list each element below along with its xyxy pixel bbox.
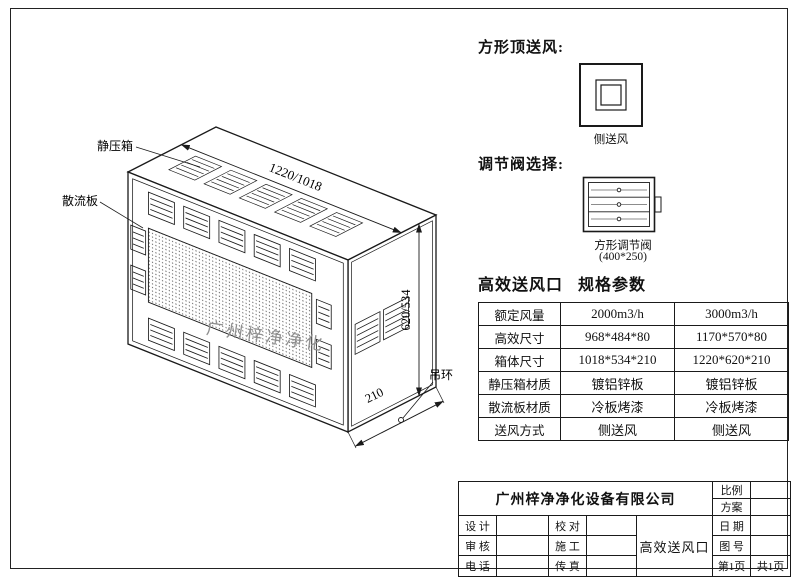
- spec-label: 额定风量: [478, 302, 561, 326]
- leader-ring: [402, 381, 434, 419]
- fax-label: 传 真: [548, 555, 587, 577]
- table-row: 额定风量 2000m3/h 3000m3/h: [478, 302, 789, 326]
- proof-label: 校 对: [548, 515, 587, 536]
- plenum-label: 静压箱: [97, 138, 133, 153]
- spec-label: 送风方式: [478, 417, 561, 441]
- ring-label: 吊环: [429, 368, 453, 382]
- spec-value: 1018*534*210: [560, 348, 675, 372]
- plan-value: [750, 498, 792, 516]
- valve-name-caption: 方形调节阀: [594, 240, 652, 252]
- valve-select-heading: 调节阀选择:: [478, 157, 564, 173]
- date-value: [750, 515, 792, 536]
- table-row: 散流板材质 冷板烤漆 冷板烤漆: [478, 394, 789, 418]
- drawing-frame: [10, 8, 788, 569]
- spec-label: 高效尺寸: [478, 325, 561, 349]
- spec-label: 散流板材质: [478, 394, 561, 418]
- perforated-diffuser-panel: [147, 227, 313, 369]
- plan-label: 方案: [712, 498, 752, 516]
- dim-line-width: [180, 144, 402, 234]
- spec-value: 侧送风: [674, 417, 789, 441]
- company-name: 广州梓净净化设备有限公司: [457, 481, 714, 516]
- scale-label: 比例: [712, 481, 752, 499]
- specs-table: 额定风量 2000m3/h 3000m3/h 高效尺寸 968*484*80 1…: [478, 302, 789, 441]
- page-current: 第1页: [712, 555, 752, 577]
- design-label: 设 计: [458, 515, 497, 536]
- proof-value: [586, 515, 637, 536]
- square-duct-caption: 侧送风: [593, 134, 629, 146]
- square-top-supply-heading: 方形顶送风:: [478, 40, 564, 56]
- dim-height-label: 620/534: [399, 289, 413, 331]
- spec-value: 镀铝锌板: [674, 371, 789, 395]
- spec-label: 静压箱材质: [478, 371, 561, 395]
- damper-handle: [654, 196, 662, 213]
- drawing-no-value: [750, 535, 792, 556]
- spec-value: 1170*570*80: [674, 325, 789, 349]
- table-row: 送风方式 侧送风 侧送风: [478, 417, 789, 441]
- review-label: 审 核: [458, 535, 497, 556]
- table-row: 高效尺寸 968*484*80 1170*570*80: [478, 325, 789, 349]
- dim-ext-2: [435, 386, 445, 404]
- damper-diagram: [582, 176, 662, 233]
- square-duct-diagram: [579, 63, 643, 127]
- diffuser-label: 散流板: [62, 193, 98, 208]
- valve-size-caption: (400*250): [599, 251, 647, 263]
- page-total: 共1页: [750, 555, 792, 577]
- fax-value: [586, 555, 637, 577]
- specs-heading: 高效送风口 规格参数: [478, 277, 647, 294]
- construction-value: [586, 535, 637, 556]
- spec-value: 2000m3/h: [560, 302, 675, 326]
- spec-value: 968*484*80: [560, 325, 675, 349]
- spec-value: 3000m3/h: [674, 302, 789, 326]
- drawing-no-label: 图 号: [712, 535, 752, 556]
- leader-plenum: [135, 146, 201, 168]
- phone-value: [496, 555, 549, 577]
- isometric-box-drawing: 1220/1018 620/534 210 静压箱 散流板 吊环 广州梓净净化: [62, 126, 453, 449]
- spec-value: 镀铝锌板: [560, 371, 675, 395]
- spec-value: 侧送风: [560, 417, 675, 441]
- title-block: 广州梓净净化设备有限公司 比例 方案 设 计 校 对 高效送风口 日 期 审 核…: [457, 481, 792, 577]
- drawing-title: 高效送风口: [635, 515, 714, 577]
- lifting-ring-mark: [398, 417, 404, 423]
- scale-value: [750, 481, 792, 499]
- date-label: 日 期: [712, 515, 752, 536]
- phone-label: 电 话: [458, 555, 497, 577]
- review-value: [496, 535, 549, 556]
- dim-ext-1: [347, 431, 357, 449]
- construction-label: 施 工: [548, 535, 587, 556]
- leader-diffuser: [99, 201, 144, 229]
- design-value: [496, 515, 549, 536]
- spec-value: 冷板烤漆: [674, 394, 789, 418]
- table-row: 箱体尺寸 1018*534*210 1220*620*210: [478, 348, 789, 372]
- table-row: 静压箱材质 镀铝锌板 镀铝锌板: [478, 371, 789, 395]
- spec-label: 箱体尺寸: [478, 348, 561, 372]
- spec-value: 1220*620*210: [674, 348, 789, 372]
- spec-value: 冷板烤漆: [560, 394, 675, 418]
- dim-line-depth: [354, 400, 444, 447]
